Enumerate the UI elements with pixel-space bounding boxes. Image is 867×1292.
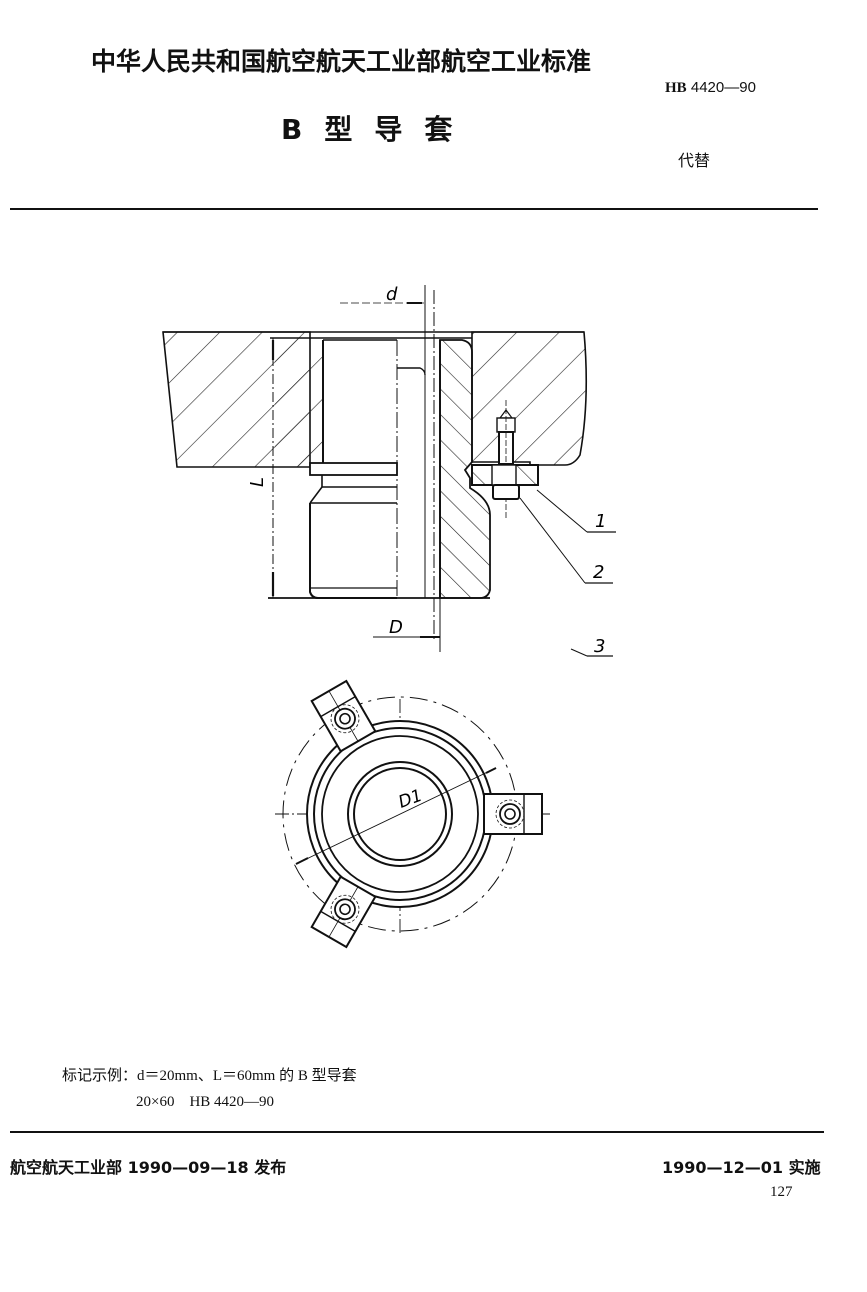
technical-drawing: d L D 1 2 3 D: [162, 284, 616, 949]
section-view: d L D 1 2 3: [162, 284, 616, 657]
bushing-wall-right: [439, 339, 491, 599]
document-title: B型导套: [281, 113, 475, 146]
dim-label-L: L: [247, 477, 268, 487]
dim-label-d: d: [386, 284, 398, 305]
callout-1: 1: [595, 511, 606, 532]
standard-code-prefix: HB: [665, 80, 687, 96]
fixture-plate-right: [471, 331, 588, 466]
standard-code: HB 4420—90: [665, 79, 756, 97]
marking-example-line2: 20×60 HB 4420—90: [136, 1094, 275, 1110]
clamp-lower-left: [310, 875, 377, 949]
header-divider: [10, 208, 818, 210]
clamp-right: [483, 793, 543, 835]
clamp-upper-left: [310, 679, 377, 753]
plan-view: D1: [275, 679, 550, 949]
marking-example-line1: 标记示例：d＝20mm、L＝60mm 的 B 型导套: [62, 1068, 357, 1084]
callout-3: 3: [594, 636, 605, 657]
footer-divider: [10, 1131, 824, 1133]
standard-code-number: 4420—90: [690, 79, 756, 96]
replaces-label: 代替: [678, 151, 711, 170]
callout-2: 2: [593, 562, 604, 583]
page-number: 127: [770, 1184, 793, 1200]
standard-title: 中华人民共和国航空航天工业部航空工业标准: [91, 47, 592, 76]
issue-date: 航空航天工业部 1990—09—18 发布: [10, 1158, 287, 1177]
effective-date: 1990—12—01 实施: [662, 1158, 821, 1177]
clamp-screw: [471, 400, 539, 518]
dim-label-D: D: [389, 617, 403, 638]
